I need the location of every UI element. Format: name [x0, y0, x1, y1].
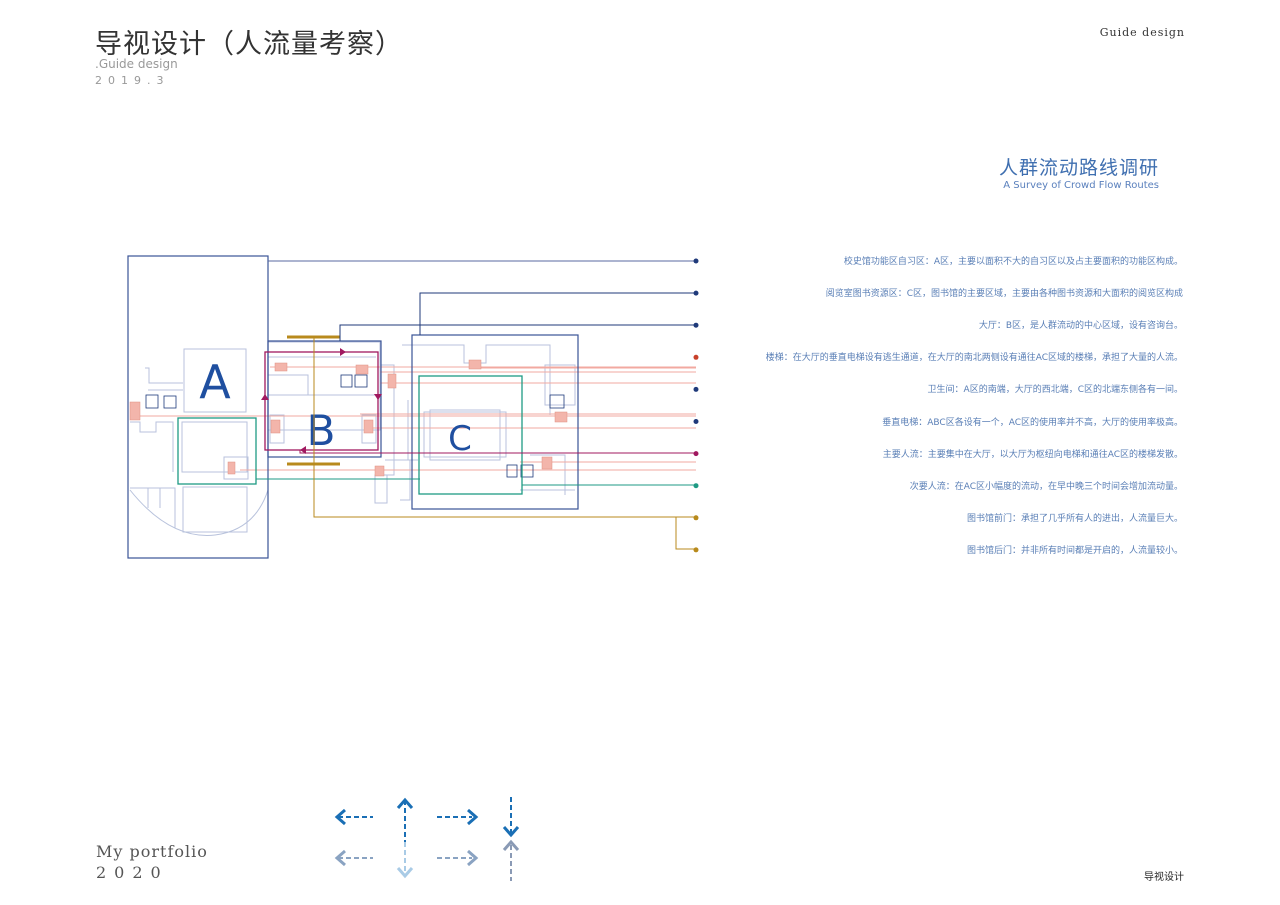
- legend-dot: [693, 258, 699, 264]
- legend-dot: [693, 515, 699, 521]
- legend-item: 校史馆功能区自习区：A区，主要以面积不大的自习区以及占主要面积的功能区构成。: [843, 257, 1183, 267]
- legend-item: 主要人流：主要集中在大厅，以大厅为枢纽向电梯和通往AC区的楼梯发散。: [882, 449, 1183, 460]
- main-flow-loop: [264, 351, 379, 451]
- page-date: 2019.3: [95, 74, 170, 87]
- footer-label: 导视设计: [1144, 872, 1184, 883]
- leader-lines: [256, 260, 696, 550]
- elevator-icons: [145, 374, 565, 478]
- arrow-up-icon: [396, 797, 414, 842]
- legend-item: 图书馆前门：承担了几乎所有人的进出，人流量巨大。: [966, 513, 1183, 524]
- legend-dot: [693, 451, 699, 457]
- portfolio-label: My portfolio: [96, 842, 208, 861]
- legend-dot: [693, 419, 699, 424]
- section-title: 人群流动路线调研: [998, 157, 1159, 179]
- legend-item: 次要人流：在AC区小幅度的流动，在早中晚三个时间会增加流动量。: [909, 481, 1183, 492]
- zone-c-outline: [411, 334, 579, 510]
- legend-item: 大厅：B区，是人群流动的中心区域，设有咨询台。: [978, 321, 1183, 332]
- legend-dot: [693, 354, 699, 360]
- arrow-up-faded-icon: [502, 839, 520, 881]
- secondary-flow-c: [418, 375, 523, 495]
- arrow-right-icon: [437, 808, 479, 826]
- secondary-flow-a: [177, 417, 257, 485]
- legend-dots: [693, 258, 699, 553]
- arrow-left-faded-icon: [334, 849, 373, 867]
- zone-c-label: C: [448, 419, 472, 459]
- plan-walls: [129, 341, 576, 536]
- arrow-left-icon: [334, 808, 373, 826]
- legend-dot: [693, 386, 699, 392]
- legend-item: 阅览室图书资源区：C区，图书馆的主要区域，主要由各种图书资源和大面积的阅览区构成: [825, 289, 1183, 300]
- section-subtitle: A Survey of Crowd Flow Routes: [1003, 180, 1159, 191]
- legend-dot: [693, 547, 699, 553]
- flow-arrows: [261, 348, 382, 454]
- portfolio-year: 2020: [96, 863, 169, 882]
- stair-lines: [140, 366, 696, 471]
- stair-icons: [129, 359, 568, 477]
- top-right-label: Guide design: [1099, 26, 1185, 39]
- zone-b-label: B: [307, 406, 336, 455]
- legend-dot: [693, 322, 699, 328]
- arrow-down-icon: [502, 797, 520, 838]
- legend-dot: [693, 290, 699, 296]
- legend-item: 楼梯：在大厅的垂直电梯设有逃生通道，在大厅的南北两侧设有通往AC区域的楼梯，承担…: [765, 353, 1183, 364]
- legend-item: 卫生间：A区的南端，大厅的西北端，C区的北端东侧各有一间。: [927, 385, 1183, 396]
- zone-a-label: A: [199, 355, 231, 409]
- page-subtitle: .Guide design: [95, 57, 178, 71]
- arrow-legend: [334, 797, 520, 881]
- arrow-right-faded-icon: [437, 849, 479, 867]
- legend-item: 图书馆后门：并非所有时间都是开启的，人流量较小。: [966, 545, 1183, 556]
- arrow-down-faded-icon: [396, 842, 414, 879]
- legend-dot: [693, 483, 699, 489]
- page-title: 导视设计（人流量考察）: [95, 29, 403, 60]
- legend-item: 垂直电梯：ABC区各设有一个，AC区的使用率并不高，大厅的使用率极高。: [882, 417, 1183, 428]
